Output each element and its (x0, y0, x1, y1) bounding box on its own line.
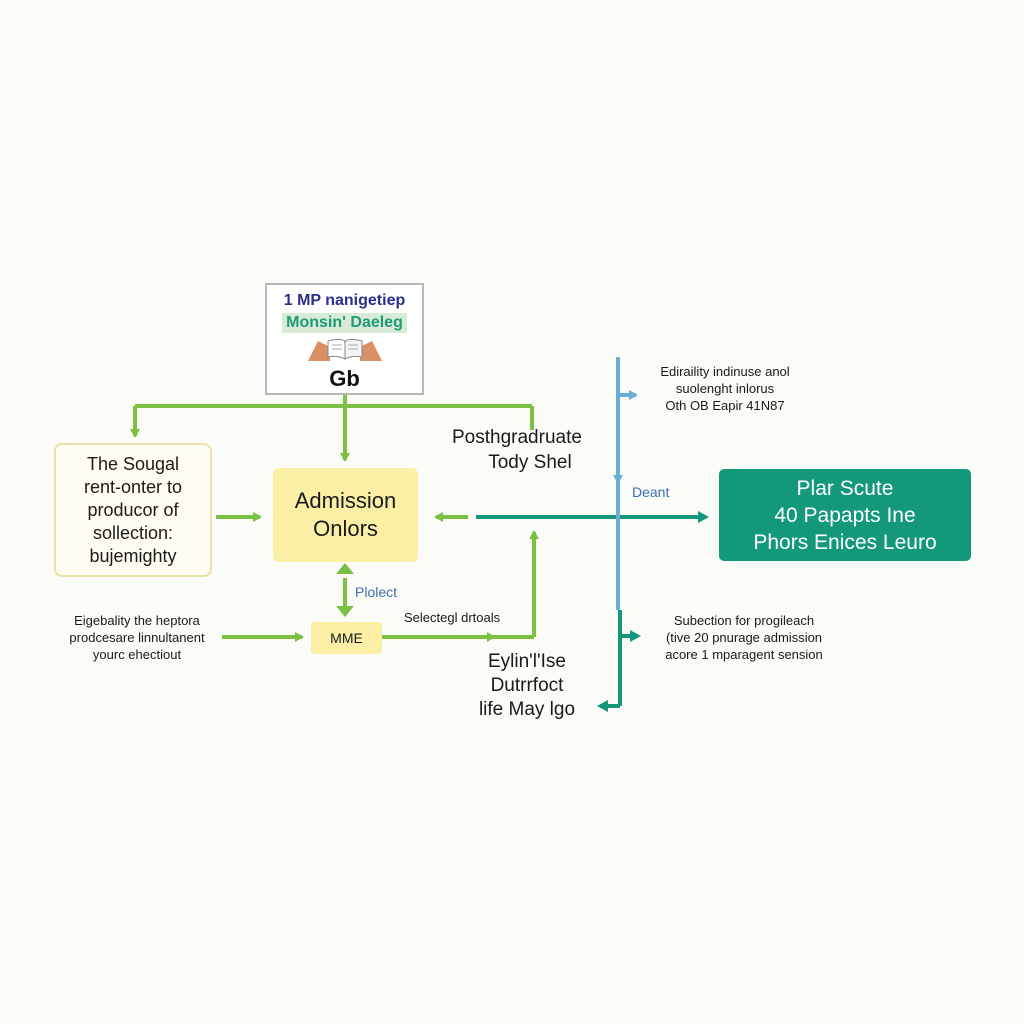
bottom-right-note: Subection for progileach (tive 20 pnurag… (646, 612, 842, 663)
plolect-label: Plolect (355, 584, 398, 600)
bottom-right-note-line: (tive 20 pnurage admission (665, 630, 823, 645)
postgrad-label: Posthgradruate Tody Shel (452, 425, 582, 475)
bottom-center-note: Eylin'l'Ise Dutrrfoct life May lgo (462, 650, 592, 722)
outcome-box: Plar Scute 40 Papapts Ine Phors Enices L… (719, 469, 971, 561)
mme-label: MME (330, 630, 363, 646)
bottom-center-note-line: life May lgo (478, 699, 576, 720)
bottom-right-note-line: Subection for progileach (673, 613, 815, 628)
bottom-center-note-line: Eylin'l'Ise (487, 651, 566, 672)
outcome-box-line: Phors Enices Leuro (753, 530, 937, 554)
mme-box: MME (311, 622, 382, 654)
bottom-left-note: Eigebality the heptora prodcesare linnul… (52, 612, 222, 663)
top-right-note: Ediraility indinuse anol suolenght inlor… (640, 363, 810, 414)
left-box-line: The Sougal (86, 453, 180, 474)
left-box-line: sollection: (92, 522, 174, 543)
admission-box: Admission Onlors (273, 468, 418, 562)
mme-to-selected-connector (382, 530, 539, 642)
admission-box-line: Onlors (313, 516, 378, 541)
bottom-right-note-line: acore 1 mparagent sension (665, 647, 823, 662)
header-code: Gb (329, 366, 360, 391)
left-process-box: The Sougal rent-onter to producor of sol… (54, 443, 212, 577)
vertical-teal-connector (597, 610, 641, 712)
outcome-box-line: 40 Papapts Ine (774, 503, 916, 527)
admission-box-line: Admission (294, 488, 397, 513)
top-right-note-line: Ediraility indinuse anol (660, 364, 790, 379)
top-right-note-line: suolenght inlorus (675, 381, 775, 396)
top-right-note-line: Oth OB Eapir 41N87 (665, 398, 785, 413)
header-title: 1 MP nanigetiep (283, 292, 406, 309)
outcome-box-line: Plar Scute (796, 476, 894, 500)
postgrad-label-line: Posthgradruate (452, 427, 582, 448)
bottom-left-note-line: Eigebality the heptora (74, 613, 200, 628)
bottom-left-note-line: prodcesare linnultanent (69, 630, 205, 645)
left-box-line: bujemighty (89, 545, 177, 566)
selected-label: Selectegl drtoals (404, 610, 501, 625)
vertical-blue-connector (613, 357, 638, 610)
left-box-line: producor of (87, 499, 179, 520)
deant-label: Deant (632, 484, 670, 500)
open-book-hands-icon (307, 338, 382, 361)
left-box-line: rent-onter to (83, 476, 183, 497)
header-subtitle: Monsin' Daeleg (282, 313, 407, 333)
postgrad-label-line: Tody Shel (488, 452, 572, 473)
bottom-left-note-line: yourc ehectiout (92, 647, 182, 662)
header-card: 1 MP nanigetiep Monsin' Daeleg Gb (265, 283, 424, 395)
center-mme-double-arrow (336, 563, 354, 617)
header-branch-connector (130, 395, 534, 462)
bottom-center-note-line: Dutrrfoct (490, 675, 564, 696)
